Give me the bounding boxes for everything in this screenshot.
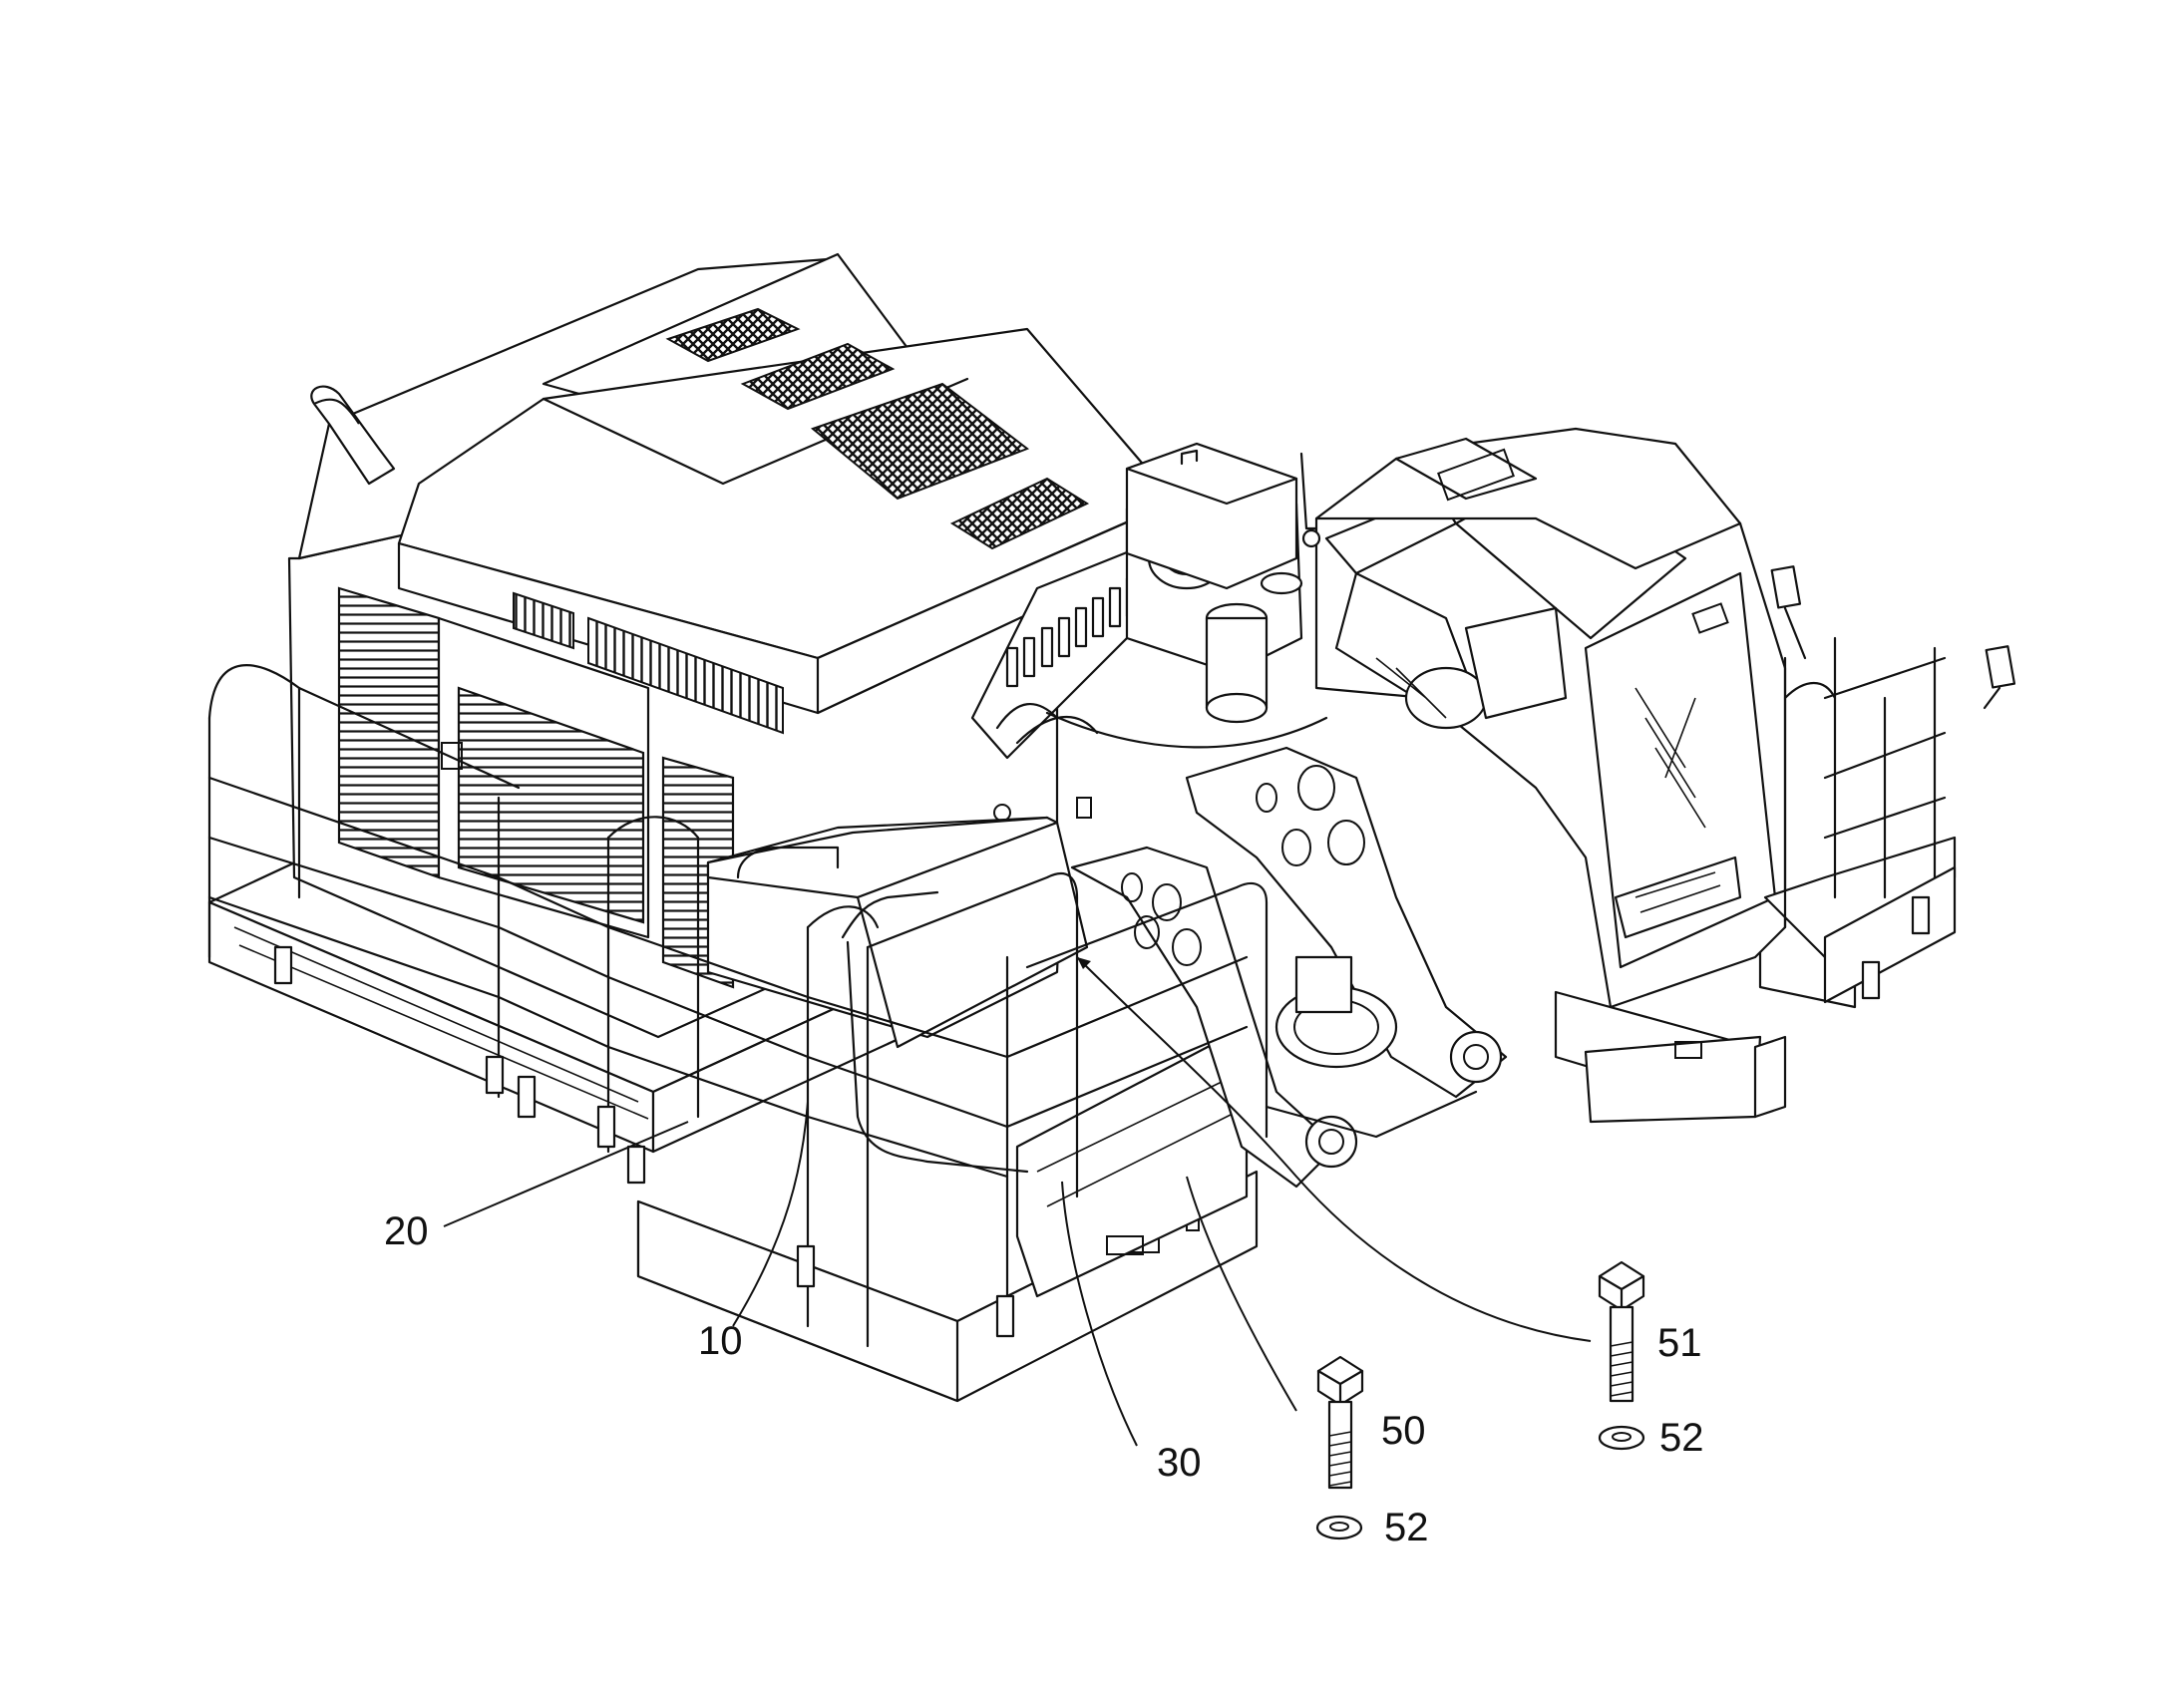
label-52-left: 52 — [1384, 1506, 1429, 1549]
label-30: 30 — [1157, 1441, 1202, 1485]
label-51: 51 — [1657, 1321, 1702, 1365]
reference-labels: 20 10 30 50 52 51 52 — [384, 1209, 1704, 1549]
label-10: 10 — [698, 1319, 743, 1363]
bolt-50 — [1316, 1355, 1364, 1490]
label-52-right: 52 — [1659, 1416, 1704, 1460]
washer-52-right — [1598, 1425, 1645, 1451]
engine-housing — [287, 252, 1149, 1039]
boom-structure — [1070, 746, 1508, 1189]
washer-52-left — [1315, 1515, 1363, 1540]
guard-railing — [207, 664, 1931, 1348]
operator-cab — [1299, 427, 2016, 1009]
bolt-51 — [1598, 1260, 1645, 1403]
label-50: 50 — [1381, 1409, 1426, 1453]
front-frame-module — [706, 797, 1092, 1049]
hydraulic-manifold — [970, 442, 1328, 760]
label-20: 20 — [384, 1209, 429, 1253]
leader-lines — [443, 956, 1592, 1447]
